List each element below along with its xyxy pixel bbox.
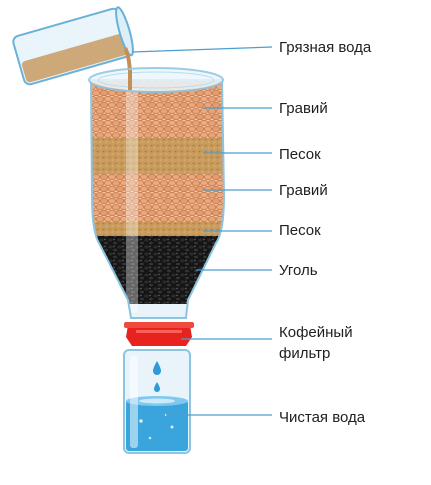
label-coffee-filter: Кофейный фильтр [279,322,353,364]
label-sand-top: Песок [279,146,321,163]
leader-lines [131,46,273,416]
leader-dirty-water [131,46,273,53]
label-coffee-filter-line2: фильтр [279,345,331,362]
layer-sand-bottom [91,222,224,236]
label-charcoal: Уголь [279,262,318,279]
label-clean-water: Чистая вода [279,409,366,426]
label-dirty-water: Грязная вода [279,39,372,56]
layer-gravel-bottom [91,174,224,222]
filter-layers [91,80,224,318]
layer-sand-top [91,138,224,174]
collection-jar-icon [123,349,191,454]
pouring-glass-icon [12,6,134,86]
label-coffee-filter-line1: Кофейный [279,324,353,341]
water-drop-icon [154,382,160,392]
label-gravel-top: Гравий [279,100,328,117]
water-drop-icon [153,361,161,375]
coffee-filter-cap [124,322,194,346]
label-sand-bottom: Песок [279,222,321,239]
label-gravel-bottom: Гравий [279,182,328,199]
bottle-funnel-icon [89,79,226,319]
